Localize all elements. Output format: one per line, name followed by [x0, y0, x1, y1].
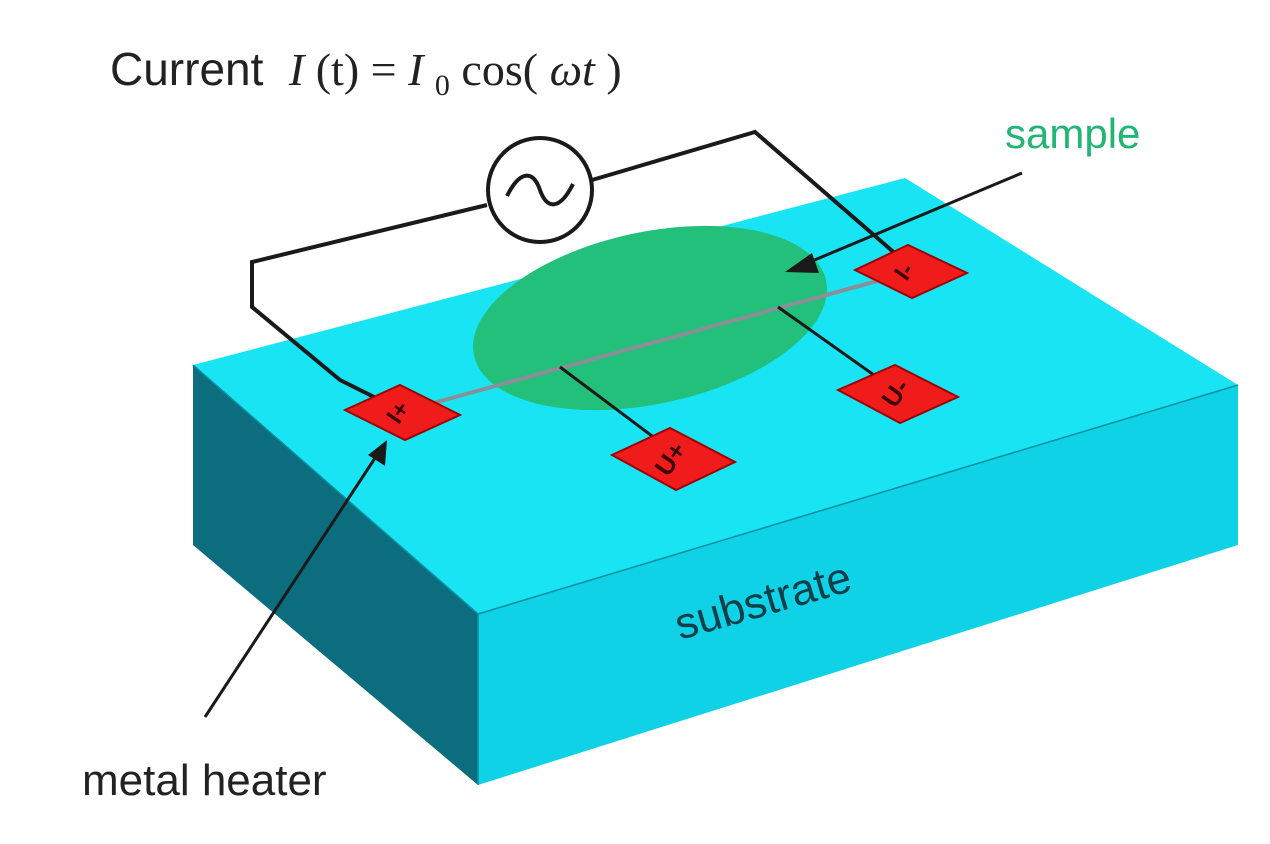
substrate-side-face — [193, 365, 478, 785]
metal-heater-line — [407, 270, 911, 412]
metal-heater-arrow-line — [203, 451, 381, 718]
sample-arrow-head — [785, 253, 819, 273]
substrate-top-face — [193, 178, 1238, 614]
metal-heater-label: metal heater — [82, 756, 327, 805]
sample-blob — [473, 225, 827, 411]
substrate-front-face — [478, 385, 1238, 785]
pad-i-minus: I- — [852, 243, 970, 300]
ac-source-icon — [486, 136, 594, 244]
u-plus-lead — [559, 365, 669, 450]
pad-i-plus: I+ — [342, 383, 463, 442]
formula-rhs-sub: 0 — [435, 69, 450, 102]
pad-u-plus: U+ — [609, 426, 738, 492]
circuit-wire-right — [591, 129, 907, 264]
formula-rhs-omega: ωt — [550, 44, 596, 95]
circuit-wire-left — [250, 203, 488, 407]
sample-arrow-line — [804, 171, 1023, 266]
title-formula: Current I (t) = I 0 cos( ωt ) — [110, 43, 622, 105]
formula-rhs-var: I — [407, 44, 426, 95]
formula-lhs-var: I — [288, 44, 307, 95]
pad-u-minus: U- — [835, 363, 961, 425]
title-prefix: Current — [110, 43, 264, 95]
substrate-edge — [192, 364, 479, 615]
formula-rhs-func: cos( — [461, 44, 538, 95]
sample-label: sample — [1005, 110, 1140, 157]
substrate-edge — [477, 384, 1239, 615]
u-minus-lead — [777, 305, 889, 387]
metal-heater-arrow-head — [368, 440, 387, 466]
formula-rhs-close: ) — [606, 44, 621, 95]
formula-eq: = — [371, 44, 408, 95]
formula-lhs-arg: (t) — [316, 44, 359, 95]
